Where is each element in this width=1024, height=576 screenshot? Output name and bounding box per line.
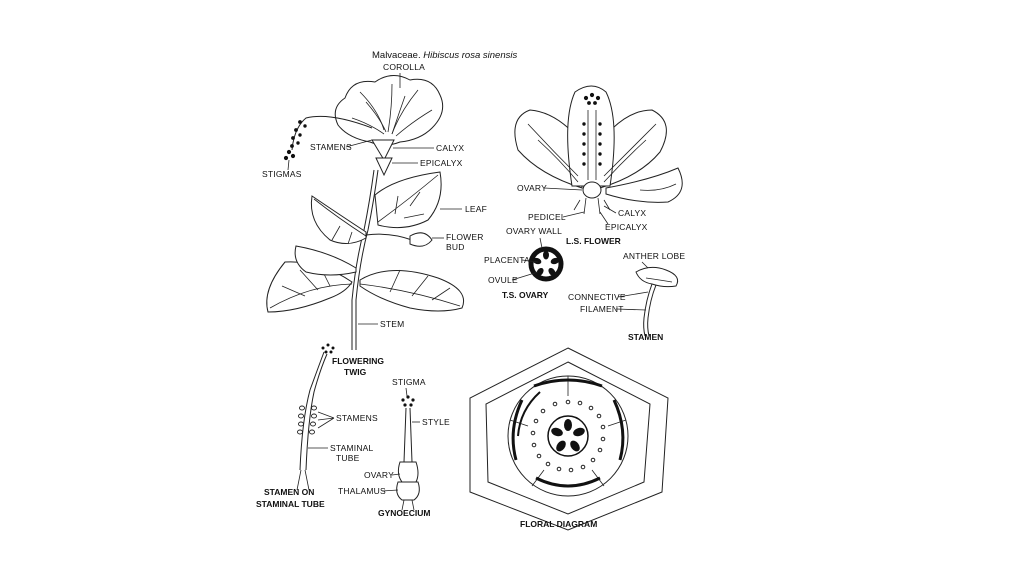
caption-twig: TWIG xyxy=(344,367,367,377)
label-epicalyx: EPICALYX xyxy=(420,158,463,168)
ts-ovary-illustration: OVARY WALL PLACENTA OVULE T.S. OVARY xyxy=(484,226,564,300)
label-flower-bud-2: BUD xyxy=(446,242,465,252)
caption-stamen-on: STAMEN ON xyxy=(264,487,314,497)
floral-outer-whorl xyxy=(469,347,669,531)
label-stigmas: STIGMAS xyxy=(262,169,302,179)
label-ls-ovary: OVARY xyxy=(517,183,547,193)
ls-flower-illustration: OVARY PEDICEL CALYX EPICALYX L.S. FLOWER xyxy=(514,85,683,246)
label-staminal: STAMINAL xyxy=(330,443,374,453)
flowering-twig-illustration: COROLLA STAMENS CALYX EPICALYX STIGMAS L… xyxy=(262,62,487,377)
label-stem: STEM xyxy=(380,319,404,329)
title-species: Hibiscus rosa sinensis xyxy=(423,50,517,61)
label-tube: TUBE xyxy=(336,453,360,463)
label-style: STYLE xyxy=(422,417,450,427)
label-pedicel: PEDICEL xyxy=(528,212,566,222)
floral-stamen-ring xyxy=(530,399,606,473)
label-thalamus: THALAMUS xyxy=(338,486,386,496)
label-filament: FILAMENT xyxy=(580,304,624,314)
title-family: Malvaceae. xyxy=(372,50,421,61)
gynoecium-illustration: STIGMA STYLE OVARY THALAMUS GYNOECIUM xyxy=(338,377,450,518)
label-stigma: STIGMA xyxy=(392,377,426,387)
label-calyx: CALYX xyxy=(436,143,464,153)
caption-ls-flower: L.S. FLOWER xyxy=(566,236,621,246)
caption-flowering: FLOWERING xyxy=(332,356,384,366)
label-flower-bud-1: FLOWER xyxy=(446,232,484,242)
flower-bud xyxy=(409,232,433,247)
label-ls-epicalyx: EPICALYX xyxy=(605,222,648,232)
stamen-illustration: ANTHER LOBE CONNECTIVE FILAMENT STAMEN xyxy=(568,251,685,342)
caption-staminal-tube: STAMINAL TUBE xyxy=(256,499,325,509)
label-stamens: STAMENS xyxy=(310,142,352,152)
caption-stamen: STAMEN xyxy=(628,332,663,342)
caption-gynoecium: GYNOECIUM xyxy=(378,508,430,518)
floral-diagram-illustration: FLORAL DIAGRAM xyxy=(469,347,669,531)
label-connective: CONNECTIVE xyxy=(568,292,626,302)
label-tube-stamens: STAMENS xyxy=(336,413,378,423)
caption-floral-diagram: FLORAL DIAGRAM xyxy=(520,519,597,529)
label-placenta: PLACENTA xyxy=(484,255,530,265)
label-leaf: LEAF xyxy=(465,204,487,214)
leaf-bottom-right xyxy=(359,270,464,312)
label-ovule: OVULE xyxy=(488,275,518,285)
label-anther-lobe: ANTHER LOBE xyxy=(623,251,685,261)
staminal-tube-illustration: STAMENS STAMINAL TUBE STAMEN ON STAMINAL… xyxy=(256,343,378,509)
label-ls-calyx: CALYX xyxy=(618,208,646,218)
ls-stamens xyxy=(582,92,602,166)
caption-ts-ovary: T.S. OVARY xyxy=(502,290,549,300)
label-ovary-wall: OVARY WALL xyxy=(506,226,562,236)
stamen-dots xyxy=(283,120,307,161)
label-gyn-ovary: OVARY xyxy=(364,470,394,480)
figure-title: Malvaceae. Hibiscus rosa sinensis xyxy=(372,50,517,61)
label-corolla: COROLLA xyxy=(383,62,425,72)
